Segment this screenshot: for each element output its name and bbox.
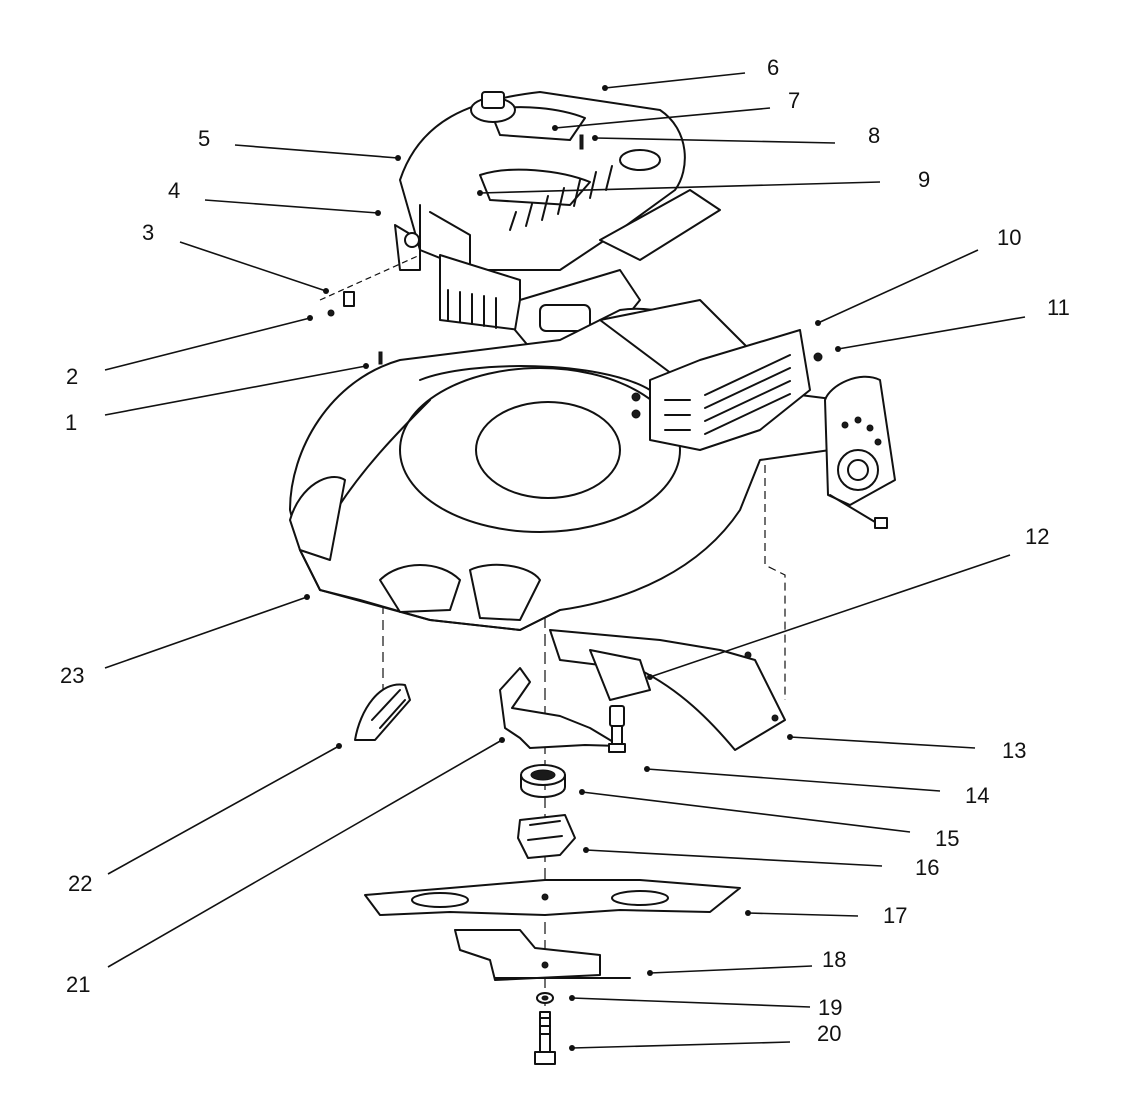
rear-baffle — [549, 629, 786, 751]
callout-3: 3 — [142, 220, 154, 245]
callout-2: 2 — [66, 364, 78, 389]
callout-23: 23 — [60, 663, 84, 688]
callout-21: 21 — [66, 972, 90, 997]
blade-stiffener — [454, 929, 631, 981]
callout-13: 13 — [1002, 738, 1026, 763]
callout-10: 10 — [997, 225, 1021, 250]
fuel-cap — [470, 91, 516, 123]
callout-11: 11 — [1047, 295, 1070, 320]
callout-6: 6 — [767, 55, 779, 80]
leader-lines — [104, 72, 1026, 1051]
callout-9: 9 — [918, 167, 930, 192]
washer — [536, 992, 554, 1004]
engine-assembly — [394, 91, 721, 361]
side-plate — [824, 375, 896, 529]
callout-19: 19 — [818, 995, 842, 1020]
callout-22: 22 — [68, 871, 92, 896]
rear-grille — [631, 329, 823, 451]
blade-mount-plate — [499, 667, 626, 753]
blade-bolt — [534, 1011, 556, 1065]
callout-15: 15 — [935, 826, 959, 851]
deflector — [354, 683, 411, 741]
callout-18: 18 — [822, 947, 846, 972]
callout-7: 7 — [788, 88, 800, 113]
cooling-fins — [509, 165, 613, 231]
small-hardware — [327, 134, 584, 365]
callout-20: 20 — [817, 1021, 841, 1046]
callout-5: 5 — [198, 126, 210, 151]
callout-4: 4 — [168, 178, 180, 203]
blade — [364, 879, 741, 916]
blade-adapter — [517, 814, 576, 859]
callout-14: 14 — [965, 783, 989, 808]
callout-12: 12 — [1025, 524, 1049, 549]
callout-16: 16 — [915, 855, 939, 880]
callout-17: 17 — [883, 903, 907, 928]
callout-1: 1 — [65, 410, 77, 435]
bearing — [520, 764, 566, 798]
callout-labels: 1 2 3 4 5 6 7 8 9 10 11 12 13 14 15 16 1… — [60, 55, 1070, 1046]
callout-8: 8 — [868, 123, 880, 148]
